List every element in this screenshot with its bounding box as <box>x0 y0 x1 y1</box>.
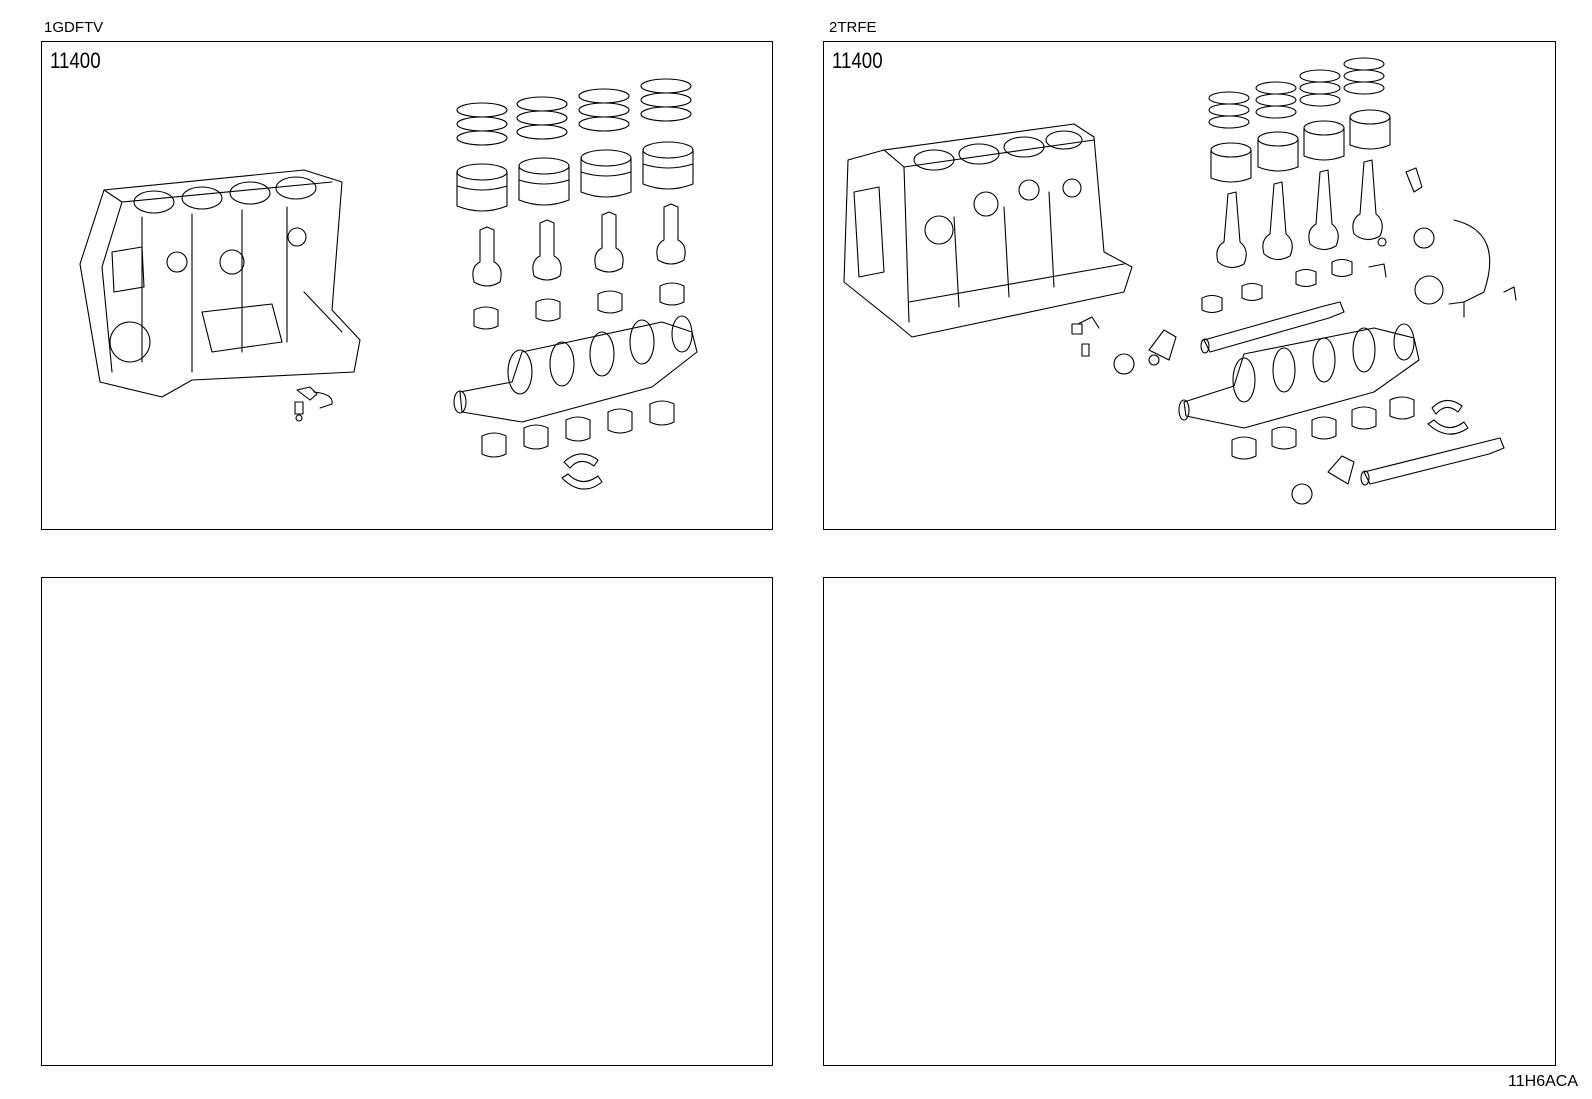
engine-label-1gdftv: 1GDFTV <box>44 19 104 36</box>
short-block-illustration-2trfe <box>843 57 1517 505</box>
piston-rings-drawing <box>456 78 692 146</box>
part-number-label[interactable]: 11400 <box>50 48 101 73</box>
main-bearings-drawing <box>481 400 675 458</box>
oil-jet-drawing <box>1071 316 1100 357</box>
connecting-rods-drawing <box>1216 159 1383 269</box>
timing-chain-drawing <box>1368 167 1517 318</box>
thrust-washers-drawing <box>561 453 603 490</box>
rod-bearings-drawing <box>1201 258 1353 314</box>
cylinder-block-drawing <box>79 169 361 398</box>
parts-panel-2trfe[interactable]: 11400 <box>823 41 1556 530</box>
balance-shaft-drawing <box>1113 301 1505 505</box>
empty-panel-bottom-left <box>41 577 773 1066</box>
parts-panel-1gdftv[interactable]: 11400 <box>41 41 773 530</box>
crankshaft-drawing <box>453 315 698 423</box>
empty-panel-bottom-right <box>823 577 1556 1066</box>
pistons-drawing <box>1210 109 1391 183</box>
crankshaft-drawing <box>1178 323 1420 429</box>
rod-bearings-drawing <box>473 282 685 330</box>
piston-rings-drawing <box>1208 57 1385 129</box>
main-bearings-drawing <box>1231 396 1415 460</box>
part-number-label[interactable]: 11400 <box>832 48 883 73</box>
oil-jet-drawing <box>294 386 333 422</box>
connecting-rods-drawing <box>472 203 686 287</box>
thrust-washers-drawing <box>1427 399 1469 435</box>
engine-label-2trfe: 2TRFE <box>829 19 877 36</box>
cylinder-block-drawing <box>843 123 1133 338</box>
diagram-code: 11H6ACA <box>1508 1073 1578 1090</box>
short-block-illustration-1gdftv <box>79 78 698 490</box>
pistons-drawing <box>456 141 694 212</box>
